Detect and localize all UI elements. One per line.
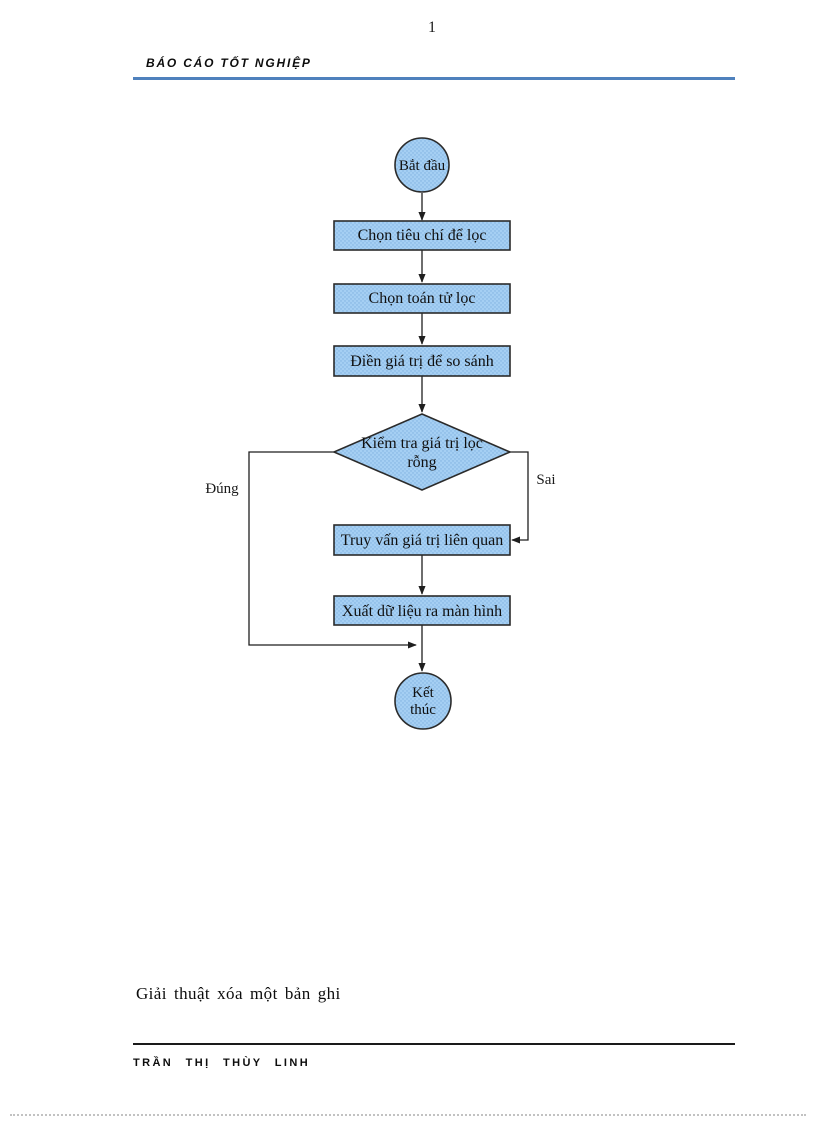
page-number: 1 bbox=[428, 19, 436, 36]
start-node bbox=[394, 137, 450, 193]
branch-label-dung: Đúng bbox=[205, 481, 239, 497]
end-node-label-line2: thúc bbox=[410, 702, 436, 718]
decision-node-label-line2: rỗng bbox=[407, 454, 436, 471]
process-step-2 bbox=[333, 283, 511, 314]
process-step-1-label: Chọn tiêu chí để lọc bbox=[358, 227, 487, 244]
start-node-label: Bắt đầu bbox=[399, 158, 446, 174]
flowchart-diagram: Bắt đầu Chọn tiêu chí để lọc Chọn toán t… bbox=[205, 137, 556, 730]
process-step-2-label: Chọn toán tử lọc bbox=[369, 290, 476, 307]
decision-node bbox=[331, 413, 513, 491]
process-step-5-label: Xuất dữ liệu ra màn hình bbox=[342, 603, 502, 620]
header-title: BÁO CÁO TỐT NGHIỆP bbox=[146, 56, 312, 70]
flow-connector-decision-sai-step4 bbox=[510, 451, 529, 544]
end-node bbox=[394, 672, 452, 730]
process-step-3-label: Điền giá trị để so sánh bbox=[350, 353, 494, 370]
process-step-4-label: Truy vấn giá trị liên quan bbox=[341, 532, 504, 549]
page-boundary-dots bbox=[10, 1114, 806, 1116]
process-step-1 bbox=[333, 220, 511, 251]
footer-rule bbox=[133, 1043, 735, 1045]
header-rule bbox=[133, 77, 735, 80]
flow-connector-decision-dung-end bbox=[248, 451, 417, 649]
footer-author: TRẦN THỊ THÙY LINH bbox=[133, 1057, 311, 1069]
process-step-4 bbox=[333, 524, 511, 556]
branch-label-sai: Sai bbox=[536, 472, 555, 488]
end-node-label-line1: Kết bbox=[412, 685, 434, 701]
process-step-3 bbox=[333, 345, 511, 377]
decision-node-label-line1: Kiểm tra giá trị lọc bbox=[361, 435, 483, 452]
process-step-5 bbox=[333, 595, 511, 626]
figure-caption: Giải thuật xóa một bản ghi bbox=[136, 984, 341, 1003]
